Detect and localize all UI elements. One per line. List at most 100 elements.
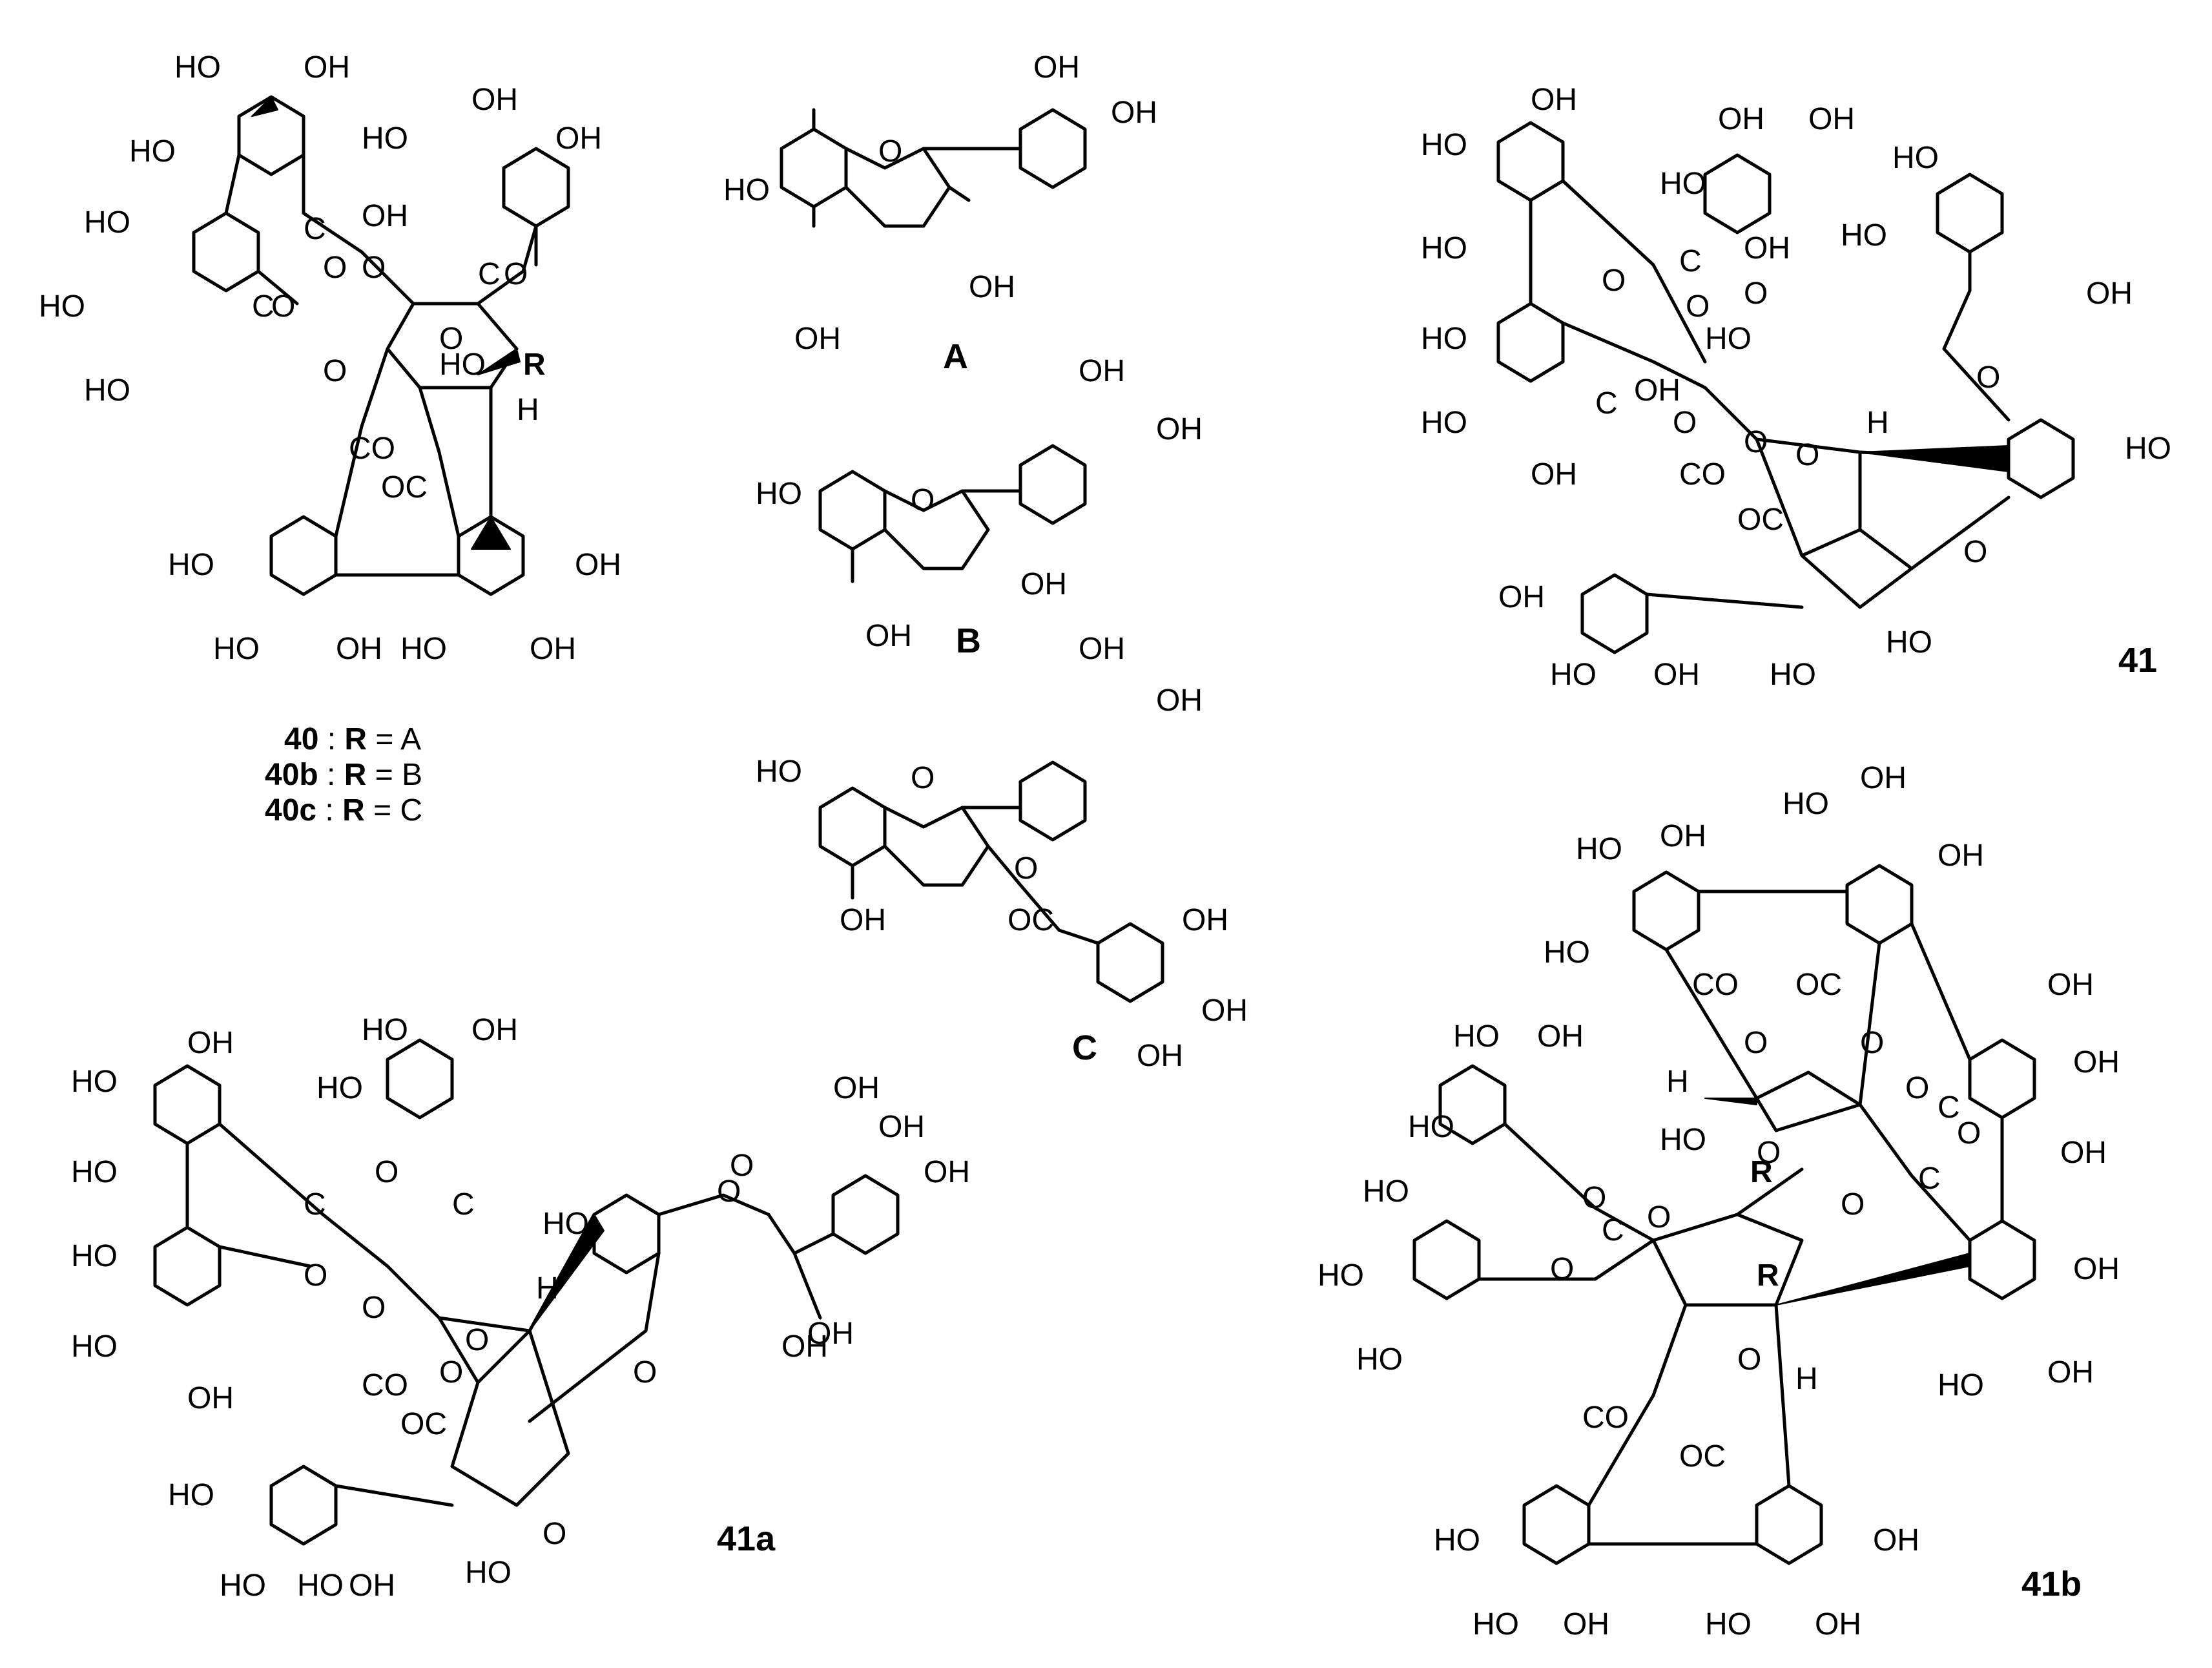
c41a-ester: O xyxy=(465,1323,489,1357)
compound-40-structure: HO OH HO OH HO OH HO HO HO OH HO HO OH H… xyxy=(39,50,621,666)
c41-label: HO xyxy=(1841,218,1887,253)
c41a-ester: CO xyxy=(362,1368,408,1402)
c41a-label: O xyxy=(633,1355,657,1390)
c41b-ester: C xyxy=(1938,1090,1960,1125)
c41-label: O xyxy=(1976,360,2000,395)
c41-label: OH xyxy=(2086,276,2133,311)
unit-A-label: OH xyxy=(1033,50,1080,85)
c41b-label: HO xyxy=(1318,1258,1364,1293)
c41a-label: O xyxy=(717,1174,741,1209)
c41-label: OH xyxy=(1531,83,1577,117)
unit-A-label: HO xyxy=(723,173,770,207)
c41b-label: HO xyxy=(1473,1607,1519,1642)
unit-B-label: HO xyxy=(756,477,802,511)
c41b-ester: OC xyxy=(1795,968,1842,1002)
c41a-ester: C xyxy=(304,1187,326,1222)
c41a-ester: O xyxy=(304,1258,327,1293)
c40-label: HO xyxy=(39,289,85,324)
c40-label: HO xyxy=(129,134,176,169)
unit-A-label: OH xyxy=(969,270,1015,304)
c41-label: HO xyxy=(2125,432,2171,466)
c41-ester: O xyxy=(1744,425,1768,459)
c41b-ester: O xyxy=(1757,1136,1781,1170)
c40-label: OH xyxy=(336,632,382,666)
c41a-label: OH xyxy=(781,1329,828,1364)
c41-label: OH xyxy=(1531,457,1577,492)
compound-41b-atom-labels: HO OH HO OH OH HO OH HO OH HO OH HO OH H… xyxy=(1318,761,2120,1642)
series-40c-row: 40c : R = C xyxy=(265,793,422,828)
c41-label: OH xyxy=(1718,102,1764,136)
c41-label: HO xyxy=(1660,167,1706,201)
c41b-ester: OC xyxy=(1679,1439,1726,1474)
compound-40-series-legend: 40 : R = A 40b : R = B 40c : R = C xyxy=(265,722,422,828)
c40-ester: CO xyxy=(349,432,395,466)
c41b-label: HO xyxy=(1783,787,1829,821)
c40-label: HO xyxy=(84,373,130,408)
c41b-label: OH xyxy=(1860,761,1907,795)
compound-41-atom-labels: OH HO HO OH HO OH HO HO HO OH HO OH HO O… xyxy=(1421,83,2171,692)
c41a-ester: O xyxy=(362,1291,386,1325)
compound-41-structure: OH HO HO OH HO OH HO HO HO OH HO OH HO O… xyxy=(1421,83,2171,692)
c40-ester: C xyxy=(478,257,501,291)
c41-ester: OC xyxy=(1737,503,1784,537)
compound-41a-structure: OH HO HO OH HO OH HO OH HO HO HO OH OH H… xyxy=(71,1013,970,1603)
c41a-label: HO xyxy=(297,1569,344,1603)
compound-41b-structure: HO OH HO OH OH HO OH HO OH HO OH HO OH H… xyxy=(1318,761,2120,1642)
unit-A-label: OH xyxy=(1111,96,1157,130)
c41b-ester: O xyxy=(1744,1026,1768,1060)
c41-label: HO xyxy=(1421,406,1467,440)
compound-41b-bonds xyxy=(1412,864,2036,1565)
c40-ester: C xyxy=(252,289,274,324)
c40-r-group: R xyxy=(523,348,546,382)
c41a-label: O xyxy=(730,1149,754,1183)
c41b-label: OH xyxy=(2047,1355,2094,1390)
compound-41-bonds xyxy=(1496,121,2075,654)
c40-label: OH xyxy=(530,632,576,666)
c41-label: HO xyxy=(1421,128,1467,162)
unit-C-label: OH xyxy=(840,903,886,937)
c41b-label: OH xyxy=(1938,839,1984,873)
unit-C-label: OH xyxy=(1156,683,1203,718)
c41b-ester: C xyxy=(1918,1162,1941,1196)
unit-C-id: C xyxy=(1072,1028,1097,1067)
unit-A-label: O xyxy=(878,134,902,169)
c41a-label: HO xyxy=(168,1478,214,1512)
c41b-ester: C xyxy=(1602,1213,1624,1247)
compound-41b-id: 41b xyxy=(2021,1565,2082,1603)
compound-41a-atom-labels: OH HO HO OH HO OH HO OH HO HO HO OH OH H… xyxy=(71,1013,970,1603)
c41b-label: HO xyxy=(1356,1342,1403,1377)
c41b-label: HO xyxy=(1434,1523,1480,1558)
c41a-label: O xyxy=(543,1517,566,1551)
unit-B-label: O xyxy=(911,483,935,517)
c41b-label: OH xyxy=(1660,819,1706,853)
c41-ester: O xyxy=(1795,438,1819,472)
c41-ester: C xyxy=(1595,386,1618,421)
c41a-label: HO xyxy=(362,1013,408,1047)
compound-41a-bonds xyxy=(153,1038,900,1546)
c40-label: HO xyxy=(213,632,260,666)
c41a-ester: C xyxy=(452,1187,475,1222)
c40-label: HO xyxy=(400,632,447,666)
c41-label: HO xyxy=(1421,231,1467,266)
c41b-h: H xyxy=(1795,1362,1818,1396)
c40-label: OH xyxy=(362,199,408,233)
unit-C-label: OH xyxy=(1079,632,1125,666)
c40-label: HO xyxy=(174,50,221,85)
c41b-r-group: R xyxy=(1757,1258,1779,1293)
c40-h: H xyxy=(517,393,539,427)
c41b-label: OH xyxy=(1815,1607,1861,1642)
c41b-label: HO xyxy=(1938,1368,1984,1402)
c40-label: OH xyxy=(555,121,602,156)
c40-ester: O xyxy=(271,289,295,324)
c41-h: H xyxy=(1866,406,1889,440)
unit-C-label: O xyxy=(1014,851,1038,886)
c41a-label: OH xyxy=(187,1381,234,1415)
c41b-ester: CO xyxy=(1582,1401,1629,1435)
c41a-label: HO xyxy=(71,1065,118,1099)
unit-A-bonds xyxy=(780,108,1087,228)
unit-B-label: OH xyxy=(865,619,912,653)
c41a-label: HO xyxy=(543,1207,589,1241)
c40-label: HO xyxy=(84,205,130,240)
compound-40-atom-labels: HO OH HO OH HO OH HO HO HO OH HO HO OH H… xyxy=(39,50,621,666)
